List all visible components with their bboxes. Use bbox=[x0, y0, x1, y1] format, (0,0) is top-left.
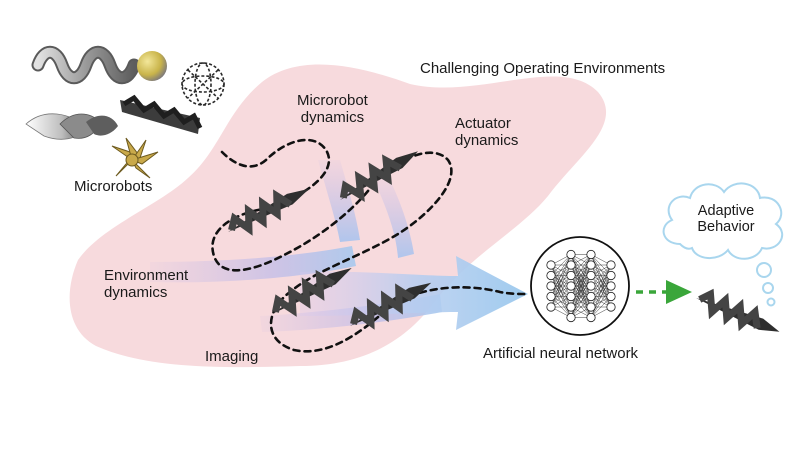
nn-edge bbox=[570, 254, 592, 287]
nn-node bbox=[606, 260, 616, 270]
nn-node bbox=[566, 312, 576, 323]
green-output-arrow bbox=[636, 280, 692, 304]
nn-edge bbox=[570, 275, 592, 318]
nn-node bbox=[546, 260, 556, 270]
nn-edge bbox=[550, 285, 572, 308]
nn-edge bbox=[550, 264, 572, 308]
helical-microrobot bbox=[339, 151, 419, 202]
nn-node bbox=[566, 291, 576, 302]
helical-microrobot bbox=[228, 188, 310, 236]
flow-streak bbox=[372, 176, 414, 258]
label-environment-dynamics: Environment dynamics bbox=[104, 267, 189, 301]
helical-microrobot bbox=[350, 282, 432, 330]
helix-icon bbox=[31, 45, 141, 85]
figure-title: Challenging Operating Environments bbox=[420, 60, 666, 77]
nn-edge bbox=[550, 254, 572, 297]
label-microrobot-dynamics: Microrobot dynamics bbox=[297, 92, 368, 126]
nn-node bbox=[566, 281, 576, 291]
nn-edge bbox=[550, 254, 572, 287]
nn-edge bbox=[590, 264, 612, 287]
nn-node bbox=[566, 302, 576, 312]
nn-node bbox=[606, 270, 616, 281]
nn-node bbox=[546, 291, 556, 302]
nn-node bbox=[586, 260, 596, 270]
nn-edge bbox=[550, 254, 572, 276]
label-adaptive-behavior: Adaptive Behavior bbox=[697, 203, 755, 236]
nn-node bbox=[546, 270, 556, 281]
nn-node bbox=[566, 249, 576, 260]
nn-edge bbox=[570, 254, 592, 276]
nn-edge bbox=[570, 296, 592, 318]
nn-edge bbox=[590, 264, 612, 308]
nn-node bbox=[606, 291, 616, 302]
geodesic-sphere-icon bbox=[181, 62, 225, 106]
flow-streak bbox=[318, 160, 360, 242]
thought-cloud-icon bbox=[662, 182, 783, 307]
nn-node bbox=[586, 302, 596, 312]
label-actuator-dynamics: Actuator dynamics bbox=[455, 115, 519, 149]
nn-node bbox=[586, 270, 596, 281]
label-imaging: Imaging bbox=[205, 348, 259, 365]
nn-edge bbox=[590, 264, 612, 297]
nn-edge bbox=[590, 296, 612, 318]
nn-edge bbox=[590, 275, 612, 318]
label-artificial-neural-network: Artificial neural network bbox=[483, 345, 639, 362]
nn-node bbox=[586, 281, 596, 291]
nn-edge bbox=[590, 285, 612, 318]
nn-node bbox=[566, 270, 576, 281]
nn-edge bbox=[570, 285, 592, 318]
nn-node bbox=[586, 312, 596, 323]
label-microrobots: Microrobots bbox=[74, 178, 153, 195]
dashed-trajectory bbox=[211, 138, 530, 353]
sphere-icon bbox=[137, 51, 167, 81]
spiral-ribbon-icon bbox=[25, 113, 118, 140]
helical-microrobot bbox=[272, 268, 352, 317]
gripper-icon bbox=[111, 137, 159, 179]
nn-node bbox=[606, 281, 616, 291]
nn-edge bbox=[570, 254, 592, 297]
nn-node bbox=[566, 260, 576, 270]
nn-node bbox=[546, 302, 556, 312]
nn-node bbox=[606, 302, 616, 312]
output-microrobot bbox=[696, 288, 780, 332]
nn-edge bbox=[550, 275, 572, 308]
nn-node bbox=[586, 291, 596, 302]
swimmer-icon bbox=[120, 94, 203, 134]
neural-network-icon bbox=[530, 236, 630, 336]
nn-node bbox=[546, 281, 556, 291]
nn-node bbox=[586, 249, 596, 260]
